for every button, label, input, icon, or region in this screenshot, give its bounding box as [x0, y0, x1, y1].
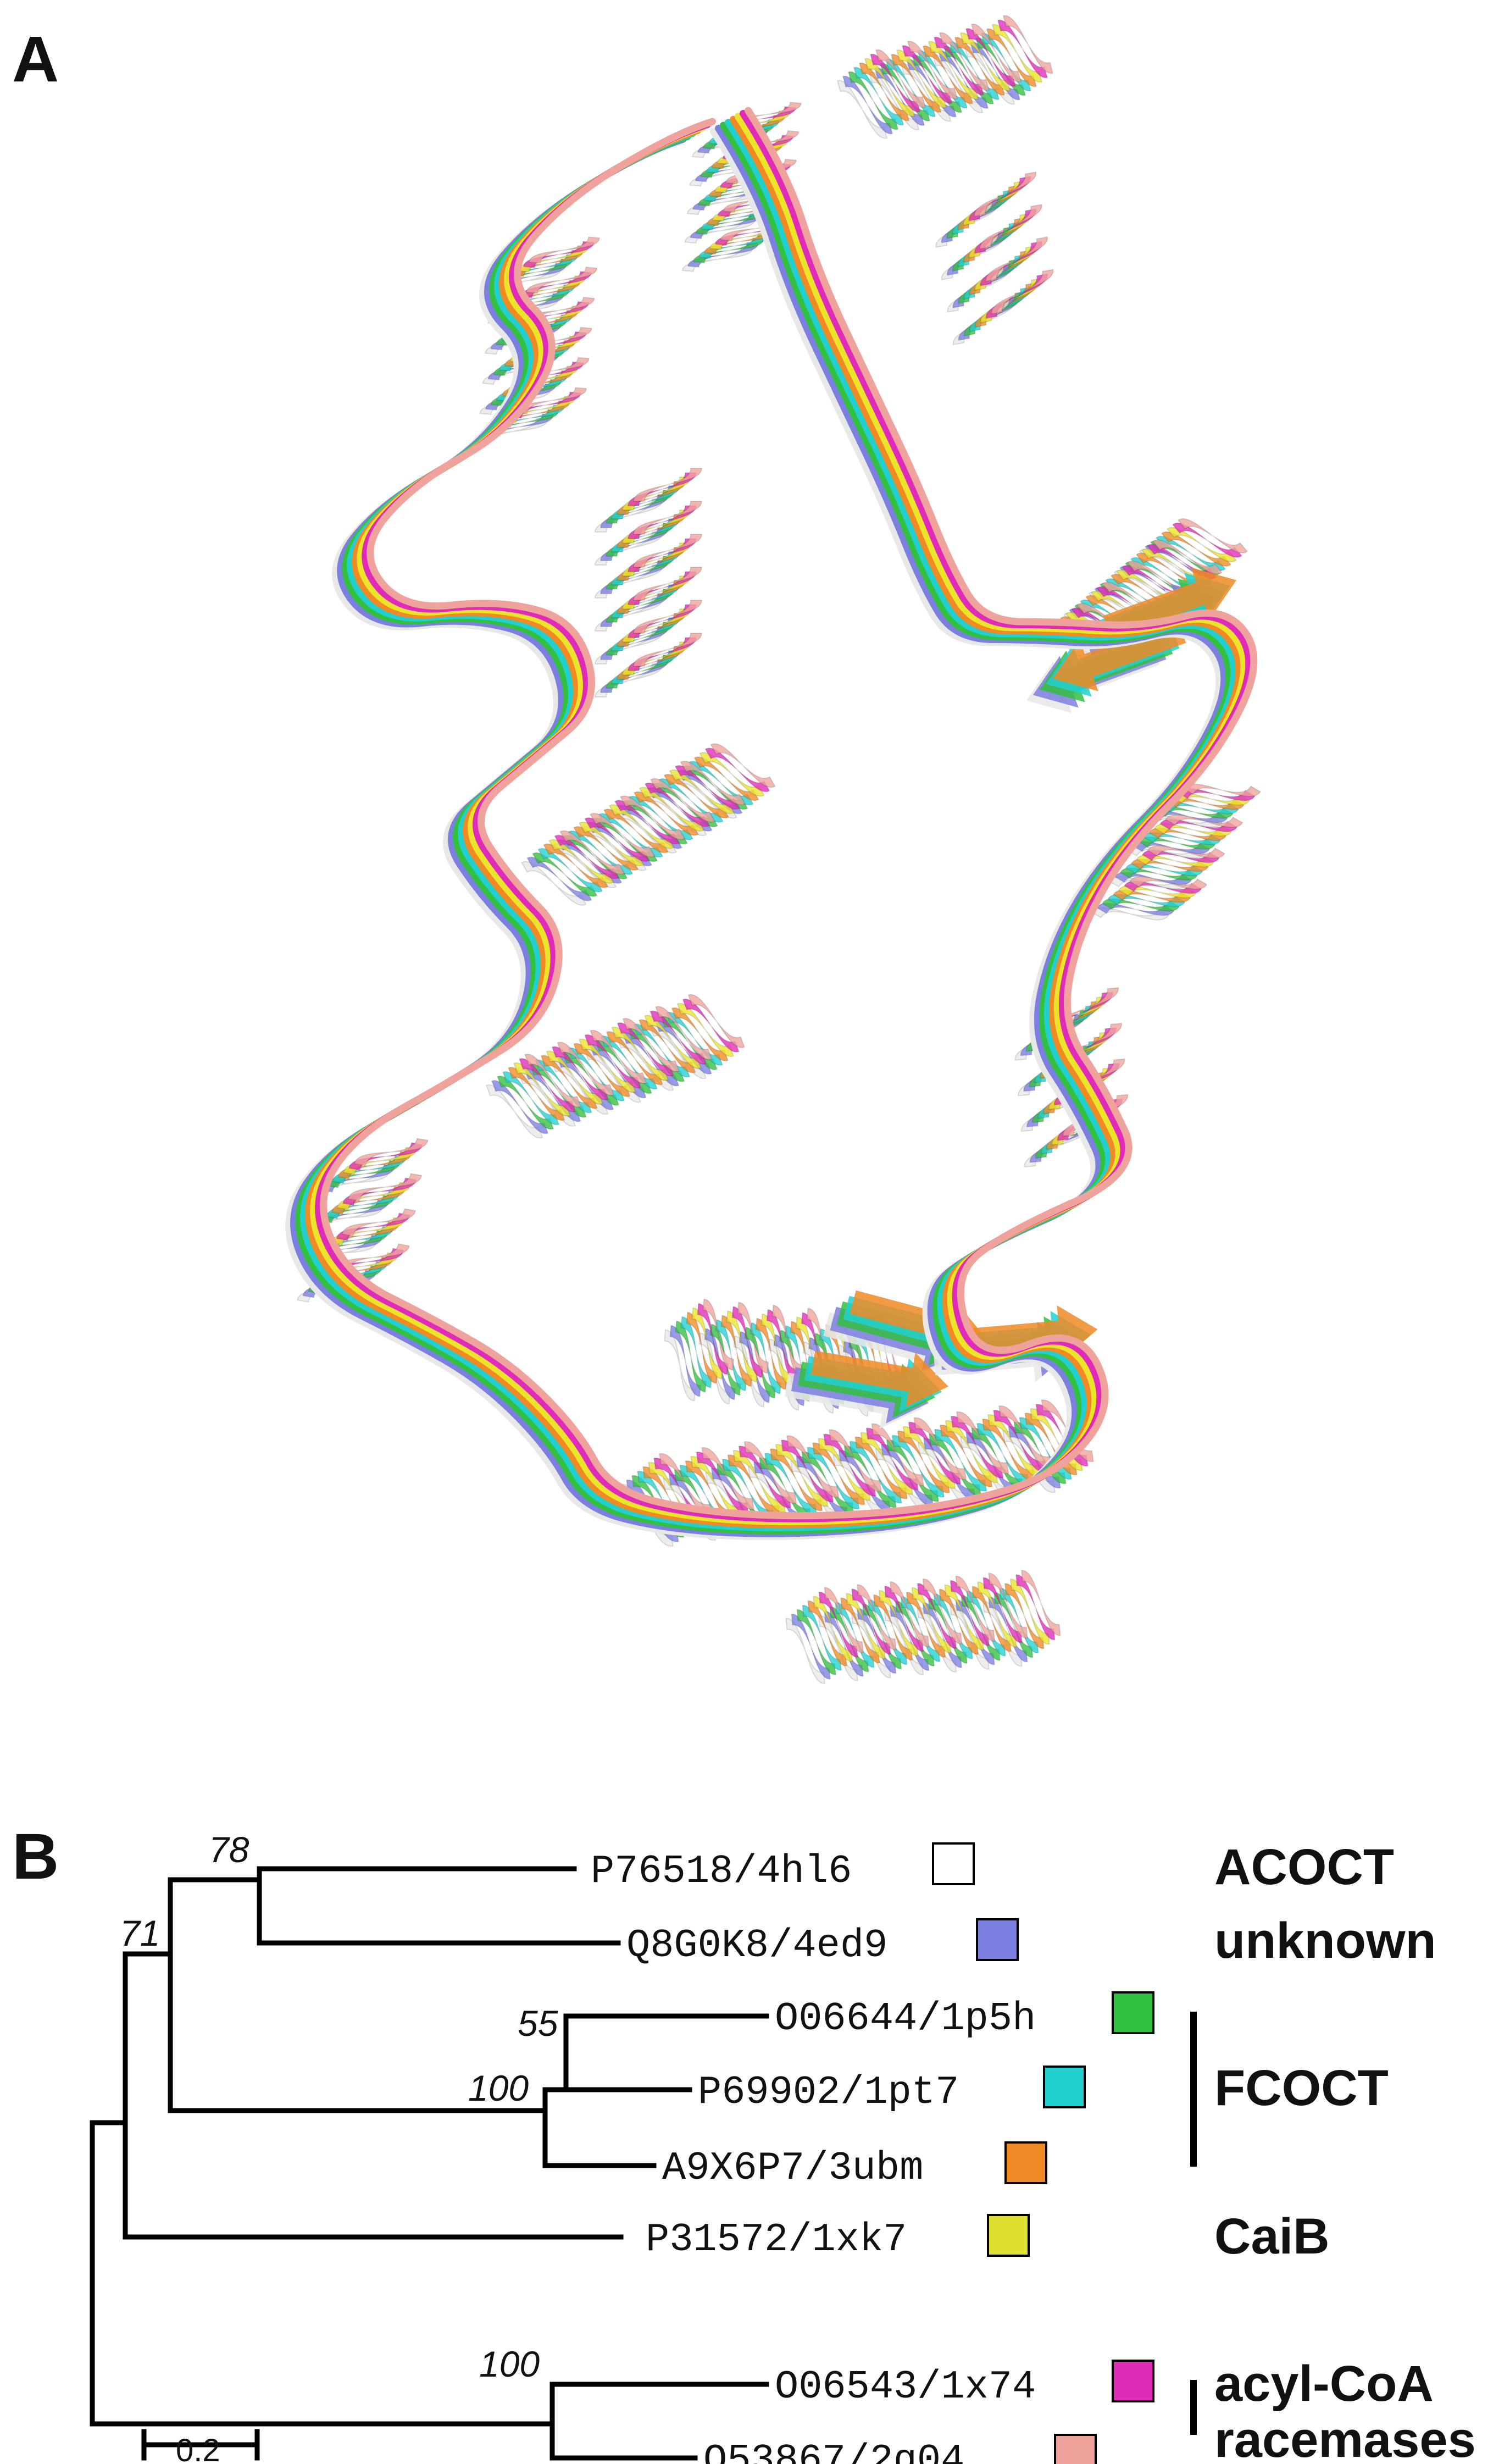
helix-ribbon	[824, 1570, 1061, 1653]
color-swatch-a9x6p7	[1004, 2141, 1047, 2184]
scale-bar-label: 0.2	[176, 2433, 220, 2464]
helix-ribbon	[648, 1408, 1083, 1525]
beta-strand-arrow	[811, 1350, 949, 1407]
helix-ribbon	[807, 1583, 1045, 1666]
helix-ribbon	[875, 15, 1054, 108]
helix-ribbon	[626, 1426, 1061, 1542]
group-label-racemase-line1: acyl-CoA	[1214, 2356, 1434, 2412]
helix-ribbon	[518, 998, 740, 1112]
group-label-racemase-line2: racemases	[1214, 2412, 1476, 2464]
color-swatch-q8g0k8	[976, 1918, 1019, 1961]
panel-b-label: B	[12, 1820, 59, 1893]
leaf-label: Q8G0K8/4ed9	[626, 1923, 887, 1968]
helix-ribbon	[653, 1404, 1089, 1520]
leaf-label: O53867/2g04	[703, 2438, 964, 2464]
helix-ribbon	[485, 1025, 707, 1139]
helix-ribbon	[559, 743, 776, 875]
helix-ribbon	[818, 1574, 1056, 1658]
backbone-loop	[320, 107, 1258, 1520]
helix-ribbon	[605, 490, 675, 689]
helix-ribbon	[691, 1307, 897, 1395]
helix-ribbon	[847, 37, 1026, 130]
phylogenetic-tree	[90, 1866, 769, 2461]
bootstrap-78: 78	[209, 1829, 249, 1870]
scale-bar	[141, 2429, 260, 2461]
group-label-unknown: unknown	[1214, 1913, 1436, 1969]
helix-ribbon	[842, 41, 1021, 135]
helix-ribbon	[864, 24, 1043, 117]
leaf-label: O06543/1x74	[775, 2365, 1036, 2410]
bootstrap-100-racemase: 100	[479, 2344, 540, 2384]
helix-ribbon	[502, 1011, 724, 1126]
helix-ribbon	[785, 1601, 1023, 1684]
helix-ribbon	[616, 481, 686, 680]
helix-ribbon	[642, 1413, 1078, 1529]
helix-ribbon	[554, 747, 770, 879]
group-label-acoct: ACOCT	[1214, 1839, 1394, 1895]
helix-ribbon	[802, 1587, 1039, 1671]
helix-ribbon	[507, 1007, 729, 1121]
panel-a-label: A	[12, 23, 59, 96]
helix-ribbon	[610, 485, 681, 684]
helix-ribbon	[496, 1016, 718, 1130]
helix-ribbon	[1129, 783, 1262, 890]
helix-ribbon	[974, 171, 1054, 315]
helix-ribbon	[627, 472, 697, 671]
helix-ribbon	[1107, 801, 1240, 907]
helix-ribbon	[1096, 810, 1229, 916]
loop-group	[285, 107, 1258, 1541]
helix-ribbon	[524, 994, 746, 1108]
helix-ribbon	[599, 494, 670, 693]
helix-ribbon	[515, 236, 601, 414]
helix-ribbon	[594, 499, 664, 697]
helix-ribbon	[1112, 796, 1245, 903]
leaf-label: O06644/1p5h	[775, 1996, 1036, 2041]
color-swatch-o53867	[1054, 2434, 1097, 2464]
helix-ribbon	[537, 761, 754, 893]
color-swatch-p31572	[987, 2214, 1030, 2257]
helix-ribbon	[621, 477, 692, 675]
leaf-label: P76518/4hl6	[591, 1849, 852, 1894]
bootstrap-100-fcoct: 100	[468, 2068, 529, 2108]
helix-ribbon	[543, 756, 759, 888]
helix-ribbon	[796, 1592, 1034, 1675]
color-swatch-o06644	[1112, 1991, 1154, 2034]
leaf-label: P69902/1pt7	[698, 2070, 959, 2115]
helix-ribbon	[632, 468, 703, 667]
color-swatch-p69902	[1043, 2066, 1086, 2108]
helix-ribbon	[791, 1596, 1028, 1680]
helix-ribbon	[858, 28, 1037, 121]
color-swatch-o06543	[1112, 2360, 1154, 2402]
helix-ribbon	[813, 1579, 1050, 1662]
helix-ribbon	[491, 1020, 713, 1134]
protein-structure-superposition	[285, 15, 1262, 1684]
leaf-label: A9X6P7/3ubm	[662, 2146, 923, 2191]
group-label-caib: CaiB	[1214, 2208, 1330, 2264]
helix-ribbon	[335, 1138, 429, 1272]
helix-ribbon	[1118, 792, 1251, 899]
group-label-fcoct: FCOCT	[1214, 2060, 1389, 2116]
bootstrap-55: 55	[518, 2003, 558, 2044]
color-swatch-p76518	[932, 1842, 975, 1885]
helix-ribbon	[869, 19, 1048, 113]
helix-ribbon	[836, 46, 1015, 139]
helix-ribbon	[513, 1003, 735, 1117]
beta-strand-arrow	[1103, 567, 1237, 639]
helix-ribbon	[853, 32, 1032, 126]
leaf-label: P31572/1xk7	[646, 2217, 907, 2262]
bootstrap-71: 71	[120, 1913, 160, 1953]
